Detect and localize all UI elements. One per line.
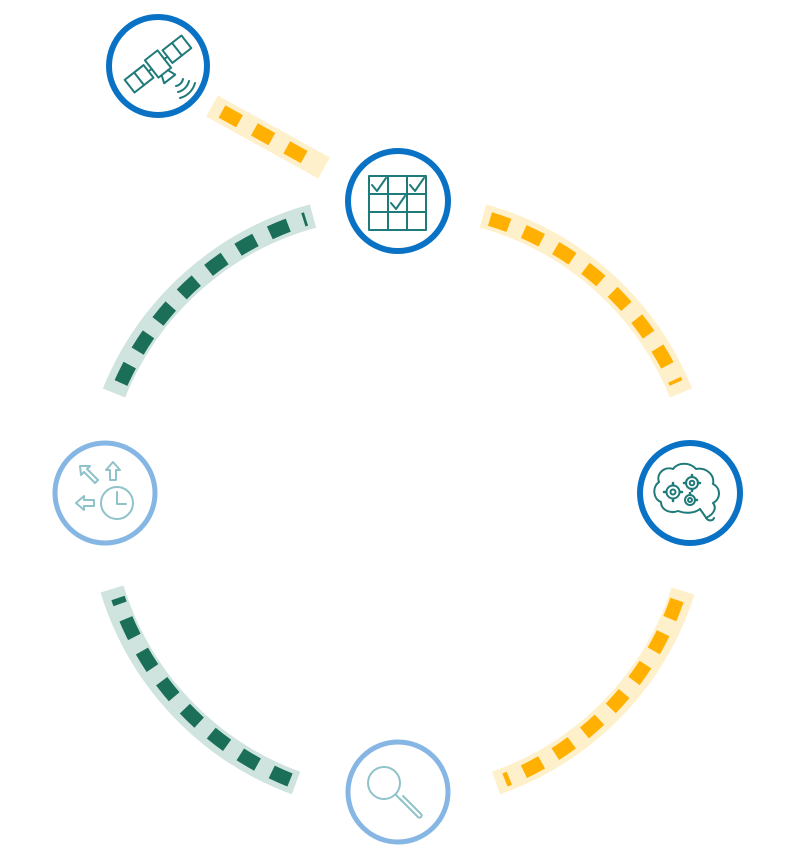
connector-dashes (114, 212, 309, 386)
arrows-clock-icon (75, 461, 134, 520)
connector-dashes (218, 105, 322, 171)
node-satellite (106, 14, 210, 118)
node-ring (106, 14, 210, 118)
node-brain-gears (637, 440, 743, 546)
satellite-icon (123, 34, 193, 94)
connector-dashes (487, 212, 683, 386)
connector-grid-to-brain (479, 204, 693, 398)
connector-satellite-to-grid (206, 95, 330, 179)
connector-track (479, 204, 693, 398)
checklist-grid-icon (368, 175, 427, 231)
connector-dashes (111, 595, 293, 787)
connector-brain-to-magnifier (492, 587, 695, 795)
node-ring (345, 148, 451, 254)
connector-dashes (502, 597, 684, 787)
signal-waves-icon (175, 78, 196, 99)
connector-track (102, 204, 317, 398)
connector-track (492, 587, 695, 795)
connector-clock-to-grid (102, 204, 317, 398)
node-checklist-grid (345, 148, 451, 254)
connector-track (100, 585, 301, 795)
node-magnifier (345, 739, 451, 845)
magnifier-icon (367, 766, 423, 819)
node-arrows-clock (52, 440, 158, 546)
brain-gears-icon (653, 462, 720, 522)
connector-magnifier-to-clock (100, 585, 301, 795)
